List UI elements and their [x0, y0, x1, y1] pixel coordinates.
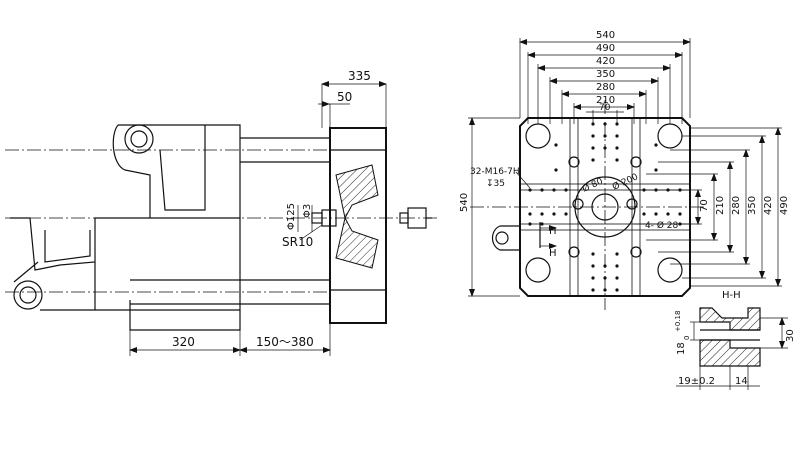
dim-420-top: 420 — [596, 56, 615, 67]
platen-outline — [519, 117, 691, 297]
tiebar-hole-tr — [657, 123, 683, 149]
thread-note: 32-M16-7H — [470, 167, 520, 177]
tiebar-hole-tl — [525, 123, 551, 149]
side-view: 335 50 Φ125 Φ3 SR10 320 150～380 — [5, 69, 440, 356]
dim-14-label: 14 — [735, 376, 748, 387]
dim-350-right: 350 — [747, 196, 758, 215]
threaded-holes — [528, 122, 682, 292]
dim-320-label: 320 — [172, 335, 195, 349]
top-dimensions — [519, 38, 691, 124]
lower-link — [13, 261, 39, 283]
depth-note: ↧35 — [486, 179, 505, 189]
upper-pivot-outer — [124, 124, 154, 154]
dim-210-right: 210 — [715, 196, 726, 215]
dim-280-top: 280 — [596, 82, 615, 93]
nozzle-tip — [399, 212, 409, 224]
phi200-label: Ø 200 — [611, 171, 640, 193]
dim-phi125-label: Φ125 — [286, 203, 297, 230]
lower-body-pocket — [44, 230, 91, 263]
dim-19-label: 19±0.2 — [678, 376, 715, 387]
right-dimensions — [634, 127, 782, 287]
dim-30-label: 30 — [785, 329, 796, 342]
ejector-hole-2 — [630, 156, 642, 168]
section-hatch-bottom — [699, 339, 761, 367]
dim-sr10-leader — [299, 224, 323, 241]
side-lug — [491, 225, 520, 251]
ejector-hole-1 — [568, 156, 580, 168]
center-bore-outer — [574, 176, 636, 238]
lower-pivot-inner — [19, 286, 37, 304]
dim-70-top: 70 — [599, 103, 611, 113]
dim-540-left: 540 — [459, 193, 470, 212]
lower-body-outline — [10, 217, 241, 331]
center-bore-inner — [591, 193, 619, 221]
tslot-right — [631, 117, 641, 297]
dim-490-right: 490 — [779, 196, 790, 215]
tslot-bottom — [519, 223, 691, 231]
upper-section-hatch — [335, 164, 379, 220]
tiebar-hole-bl — [525, 257, 551, 283]
dim-420-right: 420 — [763, 196, 774, 215]
dim-18-label: 18 — [676, 342, 687, 355]
ejector-hole-3 — [568, 246, 580, 258]
dim-150-380-label: 150～380 — [256, 335, 314, 349]
dim-18-tol-plus: +0.18 — [674, 311, 682, 332]
dim-50-label: 50 — [337, 90, 352, 104]
dim-50-arrow — [322, 101, 330, 107]
upper-pivot-inner — [130, 130, 148, 148]
lower-pivot-outer — [13, 280, 43, 310]
dim-70-right: 70 — [699, 199, 710, 212]
upper-arm-inner — [159, 149, 206, 211]
section-mark-top: H — [549, 226, 557, 237]
dim-540-top: 540 — [596, 30, 615, 41]
dim-18-tol-zero: 0 — [683, 336, 691, 340]
front-view: H H 540 490 420 350 280 210 70 — [459, 30, 790, 310]
dim-280-right: 280 — [731, 196, 742, 215]
upper-arm-web — [112, 124, 151, 218]
dim-490-top: 490 — [596, 43, 615, 54]
dim-sr10-label: SR10 — [282, 235, 313, 249]
ejector-hole-6 — [626, 198, 638, 210]
dim-350-top: 350 — [596, 69, 615, 80]
section-mark-bottom: H — [549, 248, 557, 259]
ejector-hole-5 — [572, 198, 584, 210]
tslot-top — [519, 183, 691, 191]
holes-note: 4- Ø 28 — [645, 220, 679, 231]
section-title: H-H — [722, 290, 741, 301]
platen — [329, 127, 387, 324]
section-hatch-top — [699, 307, 761, 331]
tiebar-hole-br — [657, 257, 683, 283]
dim-phi3-label: Φ3 — [302, 204, 313, 218]
phi80-label: Ø 80 — [581, 176, 605, 195]
side-lug-hole — [495, 231, 509, 245]
section-hh: H-H 18 +0.18 0 30 19±0.2 14 — [674, 290, 796, 390]
dim-210-top: 210 — [596, 95, 615, 106]
thread-leader — [515, 171, 531, 189]
lower-section-hatch — [335, 216, 379, 269]
upper-arm-outline — [118, 124, 241, 218]
ejector-hole-4 — [630, 246, 642, 258]
dim-335-label: 335 — [348, 69, 371, 83]
